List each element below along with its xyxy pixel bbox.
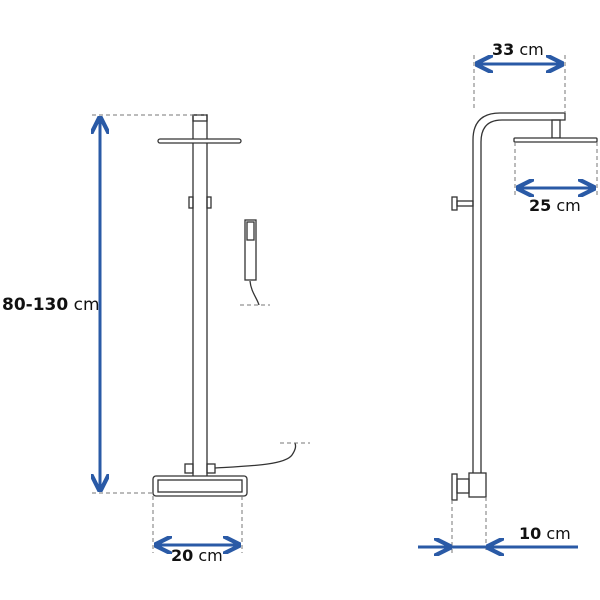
front-view-shower (152, 114, 297, 497)
base-width-label: 20 cm (171, 546, 223, 565)
height-label: 80-130 cm (2, 295, 100, 315)
head-diameter-label: 25 cm (529, 196, 581, 215)
wall-distance-label: 10 cm (519, 524, 571, 543)
extension-lines (92, 55, 598, 553)
arm-length-label: 33 cm (492, 40, 544, 59)
side-view-shower (451, 112, 598, 501)
dimension-arrows (100, 64, 593, 547)
